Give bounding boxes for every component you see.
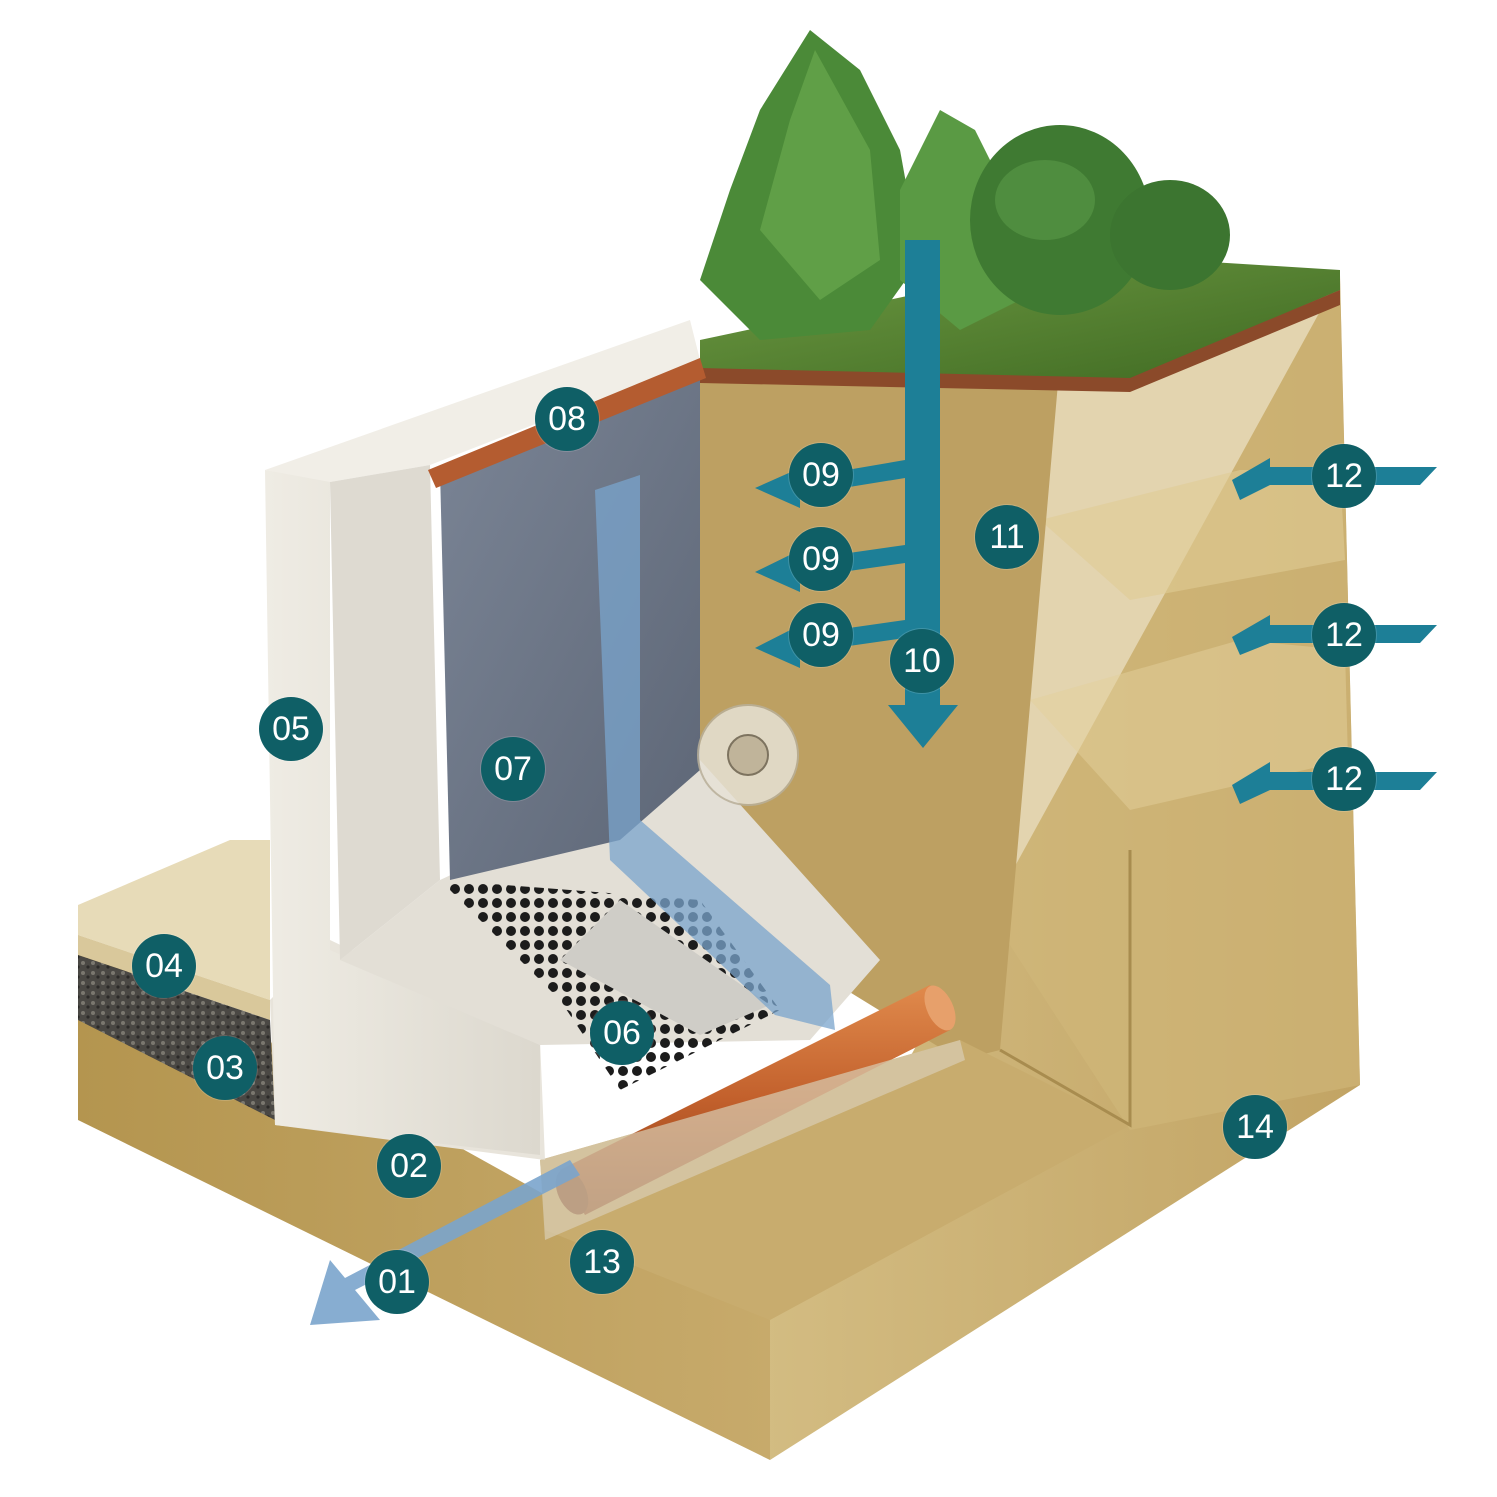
label-09-top: 09: [789, 443, 853, 507]
label-12-middle: 12: [1312, 603, 1376, 667]
arrow-icon: [310, 1160, 580, 1325]
trench-floor: [540, 1040, 1130, 1320]
tree-icon: [700, 30, 920, 340]
ground-slab-top: [78, 840, 270, 1000]
concrete-wall-top: [265, 320, 700, 482]
label-14: 14: [1223, 1095, 1287, 1159]
label-07: 07: [481, 737, 545, 801]
concrete-wall-front: [265, 470, 540, 1155]
flow-arrow: [595, 475, 835, 1030]
concrete-wall-inner: [330, 465, 440, 960]
label-08: 08: [535, 387, 599, 451]
label-09-middle: 09: [789, 527, 853, 591]
section-marker-icon: [697, 704, 799, 806]
shrub-icon: [970, 125, 1230, 315]
label-02: 02: [377, 1134, 441, 1198]
label-03: 03: [193, 1036, 257, 1100]
label-06: 06: [590, 1001, 654, 1065]
label-05: 05: [259, 697, 323, 761]
label-09-bottom: 09: [789, 603, 853, 667]
topsoil-edge: [700, 290, 1340, 392]
label-13: 13: [570, 1230, 634, 1294]
trench-corner-seam: [999, 850, 1132, 1128]
soil-strata-band: [1040, 470, 1345, 600]
label-04: 04: [132, 934, 196, 998]
pipe-bedding: [540, 1040, 965, 1240]
arrow-icon: [888, 240, 958, 748]
label-10: 10: [890, 629, 954, 693]
label-12-bottom: 12: [1312, 747, 1376, 811]
label-11: 11: [975, 505, 1039, 569]
label-12-top: 12: [1312, 444, 1376, 508]
label-01: 01: [365, 1250, 429, 1314]
membrane-fold: [560, 900, 770, 1035]
